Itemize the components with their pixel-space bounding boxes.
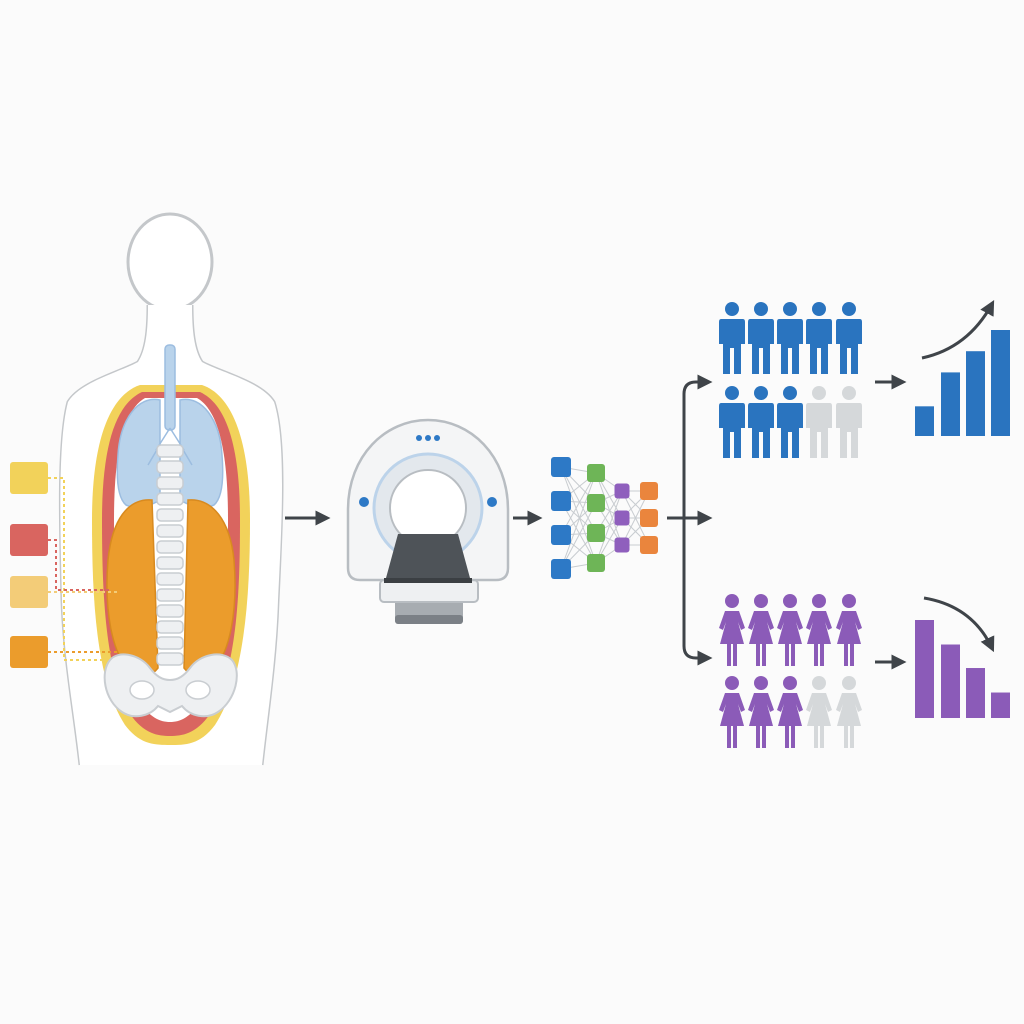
vertebra [156,652,184,666]
network-node [614,483,630,499]
network-connections [560,466,650,570]
female-person-icon [748,676,774,748]
network-node [614,510,630,526]
network-nodes [551,457,658,579]
female-person-icon [836,594,862,666]
female-group [719,594,862,748]
network-node [587,494,605,512]
vertebra [156,492,184,506]
vertebra [156,588,184,602]
vertebra [156,476,184,490]
network-edge [595,490,623,564]
network-node [640,536,658,554]
network-edge [560,466,597,534]
male-person-icon [777,386,803,458]
vertebra [156,540,184,554]
chart-bar [991,330,1010,436]
flow-arrows [285,374,907,670]
pelvis [103,653,238,718]
scanner-table [386,534,470,578]
female-group-chart [915,596,1010,718]
vertebra [156,604,184,618]
chart-bar [966,351,985,436]
male-person-icon [748,386,774,458]
male-person-icon [806,386,832,458]
network-node [551,491,571,511]
scanner-platform [379,579,479,603]
network-edge [560,466,597,564]
chart-bar [991,692,1010,718]
chart-bar [941,372,960,436]
network-edge [560,472,597,570]
female-person-icon [719,594,745,666]
male-group [719,302,862,458]
head-outline [126,212,214,312]
network-node [587,524,605,542]
female-person-icon [836,676,862,748]
vertebra [156,572,184,586]
outcome-charts [915,300,1010,718]
scanner-indicator-dot [416,435,422,441]
female-person-icon [777,676,803,748]
male-person-icon [806,302,832,374]
scanner-light-left [359,497,369,507]
male-person-icon [719,302,745,374]
legend-leader-lines [48,477,130,661]
human-body-icon [58,212,284,766]
trend-up-arrow-icon [921,300,995,360]
trachea [164,344,176,431]
legend-swatch-light-fat [10,576,48,608]
vertebra [156,524,184,538]
male-person-icon [777,302,803,374]
network-node [587,554,605,572]
network-node [551,457,571,477]
female-person-icon [806,676,832,748]
chart-bar [915,406,934,436]
scanner-light-right [487,497,497,507]
population-groups [719,302,862,748]
vertebra [156,556,184,570]
male-person-icon [836,302,862,374]
male-person-icon [719,386,745,458]
network-edge [560,502,597,570]
legend-swatch-muscle [10,524,48,556]
tissue-legend [10,462,48,668]
neural-network-icon [551,457,658,579]
vertebra [156,508,184,522]
chart-bar [966,668,985,718]
vertebra [156,460,184,474]
female-person-icon [748,594,774,666]
spine [156,444,184,666]
trend-down-arrow-icon [923,596,995,653]
chart-bar [941,644,960,718]
network-node [614,537,630,553]
network-node [640,509,658,527]
network-node [551,559,571,579]
vertebra [156,620,184,634]
male-group-chart [915,300,1010,436]
network-edge [595,472,623,546]
network-node [640,482,658,500]
branch-connector [682,380,708,660]
female-person-icon [806,594,832,666]
network-edge [560,500,597,564]
male-person-icon [748,302,774,374]
network-edge [560,472,597,536]
female-person-icon [777,594,803,666]
legend-swatch-organ [10,636,48,668]
network-node [551,525,571,545]
ct-scanner-icon [346,418,510,624]
chart-bar [915,620,934,718]
male-person-icon [836,386,862,458]
vertebra [156,444,184,458]
female-person-icon [719,676,745,748]
legend-swatch-fat [10,462,48,494]
vertebra [156,636,184,650]
network-node [587,464,605,482]
